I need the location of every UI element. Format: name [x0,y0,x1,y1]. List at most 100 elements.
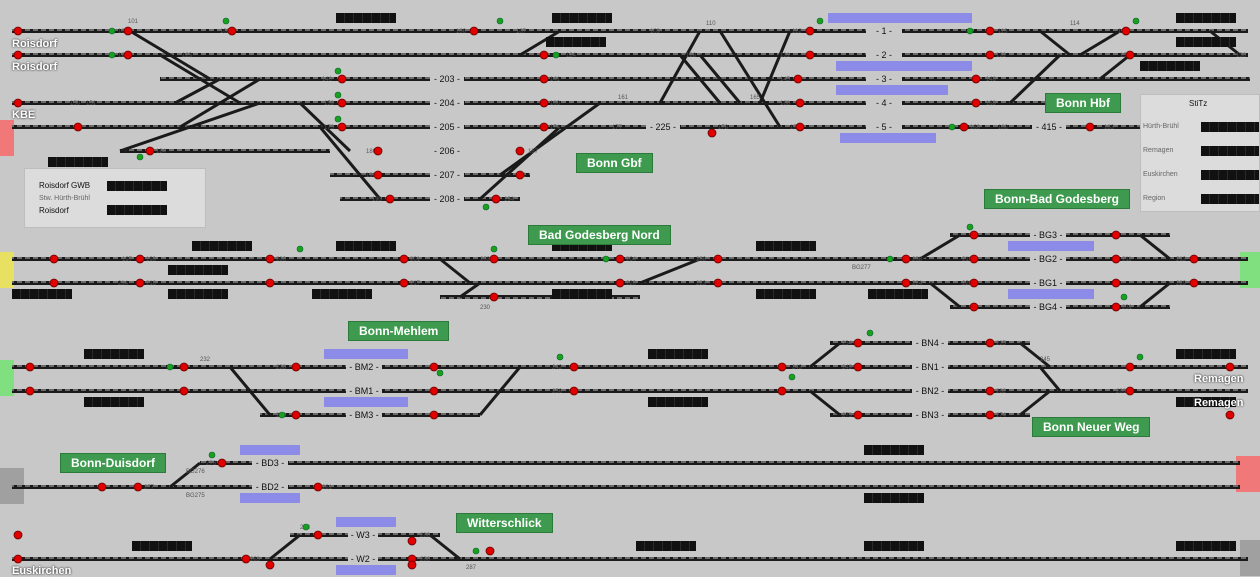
signal-159[interactable] [337,98,347,108]
train-number-field[interactable] [648,349,708,359]
signal-mehlem-bm1-west[interactable] [179,386,189,396]
signal-262[interactable] [985,386,995,396]
train-number-field[interactable] [1140,61,1200,71]
train-number-field[interactable] [756,241,816,251]
signal-277[interactable] [133,482,143,492]
signal-231[interactable] [1111,302,1121,312]
signal-duisdorf-west[interactable] [97,482,107,492]
signal-193[interactable] [385,194,395,204]
signal-232[interactable] [179,362,189,372]
train-number-field[interactable] [756,289,816,299]
signal-euskirchen-3[interactable] [265,560,275,570]
signal-203[interactable] [489,254,499,264]
signal-194[interactable] [491,194,501,204]
signal-224[interactable] [901,278,911,288]
signal-bg1-east[interactable] [1111,278,1121,288]
signal-euskirchen-1[interactable] [13,530,23,540]
signal-168[interactable] [795,98,805,108]
signal-242[interactable] [569,362,579,372]
train-number-field[interactable] [12,289,72,299]
train-number-field[interactable] [868,289,928,299]
train-number-field[interactable] [168,289,228,299]
signal-176[interactable] [795,122,805,132]
signal-bg3-east[interactable] [1111,230,1121,240]
signal-134[interactable] [1125,50,1135,60]
signal-235[interactable] [985,338,995,348]
train-number-field[interactable] [84,397,144,407]
signal-124[interactable] [539,50,549,60]
train-number-field[interactable] [336,241,396,251]
signal-206[interactable] [713,254,723,264]
signal-216[interactable] [265,278,275,288]
signal-remagen-2[interactable] [1225,410,1235,420]
signal-230[interactable] [489,292,499,302]
signal-west-godesberg-1[interactable] [49,254,59,264]
signal-174[interactable] [539,122,549,132]
signal-184[interactable] [145,146,155,156]
train-number-field[interactable] [864,541,924,551]
train-number-field[interactable] [1176,37,1236,47]
train-number-field[interactable] [84,349,144,359]
signal-278[interactable] [313,530,323,540]
signal-witterschlick-east[interactable] [485,546,495,556]
signal-249[interactable] [853,362,863,372]
signal-220[interactable] [615,278,625,288]
signal-281[interactable] [313,482,323,492]
signal-112[interactable] [805,26,815,36]
signal-238[interactable] [291,362,301,372]
signal-w2-east[interactable] [407,560,417,570]
signal-234[interactable] [853,338,863,348]
signal-remagen-1[interactable] [1225,362,1235,372]
signal-west-mehlem-2[interactable] [25,386,35,396]
signal-197[interactable] [135,254,145,264]
signal-bg3-west[interactable] [969,230,979,240]
signal-178[interactable] [707,128,717,138]
signal-kbe[interactable] [13,98,23,108]
train-number-field[interactable] [552,289,612,299]
train-number-field[interactable] [192,241,252,251]
signal-270[interactable] [291,410,301,420]
signal-210[interactable] [969,254,979,264]
signal-256[interactable] [569,386,579,396]
train-number-field[interactable] [552,241,612,251]
train-number-field[interactable] [107,205,167,215]
train-number-field[interactable] [1176,397,1236,407]
signal-132[interactable] [985,50,995,60]
signal-160[interactable] [539,98,549,108]
signal-173[interactable] [337,122,347,132]
signal-113[interactable] [985,26,995,36]
signal-roisdorf-2[interactable] [13,50,23,60]
train-number-field[interactable] [1201,146,1259,156]
signal-west-mehlem-1[interactable] [25,362,35,372]
signal-211[interactable] [1111,254,1121,264]
signal-273[interactable] [853,410,863,420]
signal-229[interactable] [1189,278,1199,288]
signal-228[interactable] [969,278,979,288]
signal-280[interactable] [407,536,417,546]
signal-217[interactable] [399,278,409,288]
train-number-field[interactable] [48,157,108,167]
train-number-field[interactable] [1201,170,1259,180]
train-number-field[interactable] [1201,122,1259,132]
train-number-field[interactable] [552,13,612,23]
signal-120[interactable] [123,50,133,60]
signal-187[interactable] [515,146,525,156]
signal-283[interactable] [241,554,251,564]
train-number-field[interactable] [1176,541,1236,551]
train-number-field[interactable] [546,37,606,47]
train-number-field[interactable] [107,181,167,191]
signal-180[interactable] [959,122,969,132]
train-number-field[interactable] [864,445,924,455]
signal-223[interactable] [713,278,723,288]
signal-243[interactable] [777,362,787,372]
signal-186[interactable] [373,146,383,156]
signal-213[interactable] [1189,254,1199,264]
signal-214[interactable] [135,278,145,288]
signal-266[interactable] [1125,386,1135,396]
signal-103[interactable] [227,26,237,36]
signal-141[interactable] [539,74,549,84]
train-number-field[interactable] [1176,13,1236,23]
signal-bm2-east[interactable] [429,362,439,372]
signal-145[interactable] [793,74,803,84]
train-number-field[interactable] [864,493,924,503]
